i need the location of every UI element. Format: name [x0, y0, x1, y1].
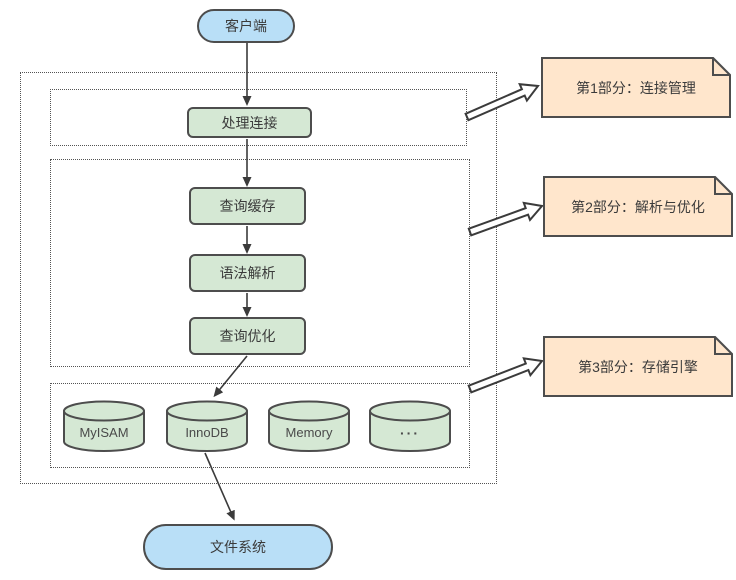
note-part2-label: 第2部分：解析与优化	[571, 198, 705, 215]
storage-engine-label: InnoDB	[185, 425, 229, 440]
handle-connection-node: 处理连接	[187, 107, 312, 138]
note-part1-label: 第1部分：连接管理	[576, 79, 696, 96]
server-boundary-box	[20, 72, 497, 484]
sticky-note-icon	[543, 176, 733, 237]
storage-engine-memory: Memory	[268, 400, 350, 452]
query-cache-label: 查询缓存	[219, 198, 276, 214]
client-label: 客户端	[225, 18, 267, 34]
section-storage-engines	[50, 383, 470, 468]
file-system-label: 文件系统	[210, 539, 266, 555]
handle-connection-label: 处理连接	[221, 114, 278, 131]
storage-engine-myisam: MyISAM	[63, 400, 145, 452]
query-cache-node: 查询缓存	[189, 187, 306, 225]
database-cylinder-icon	[63, 400, 145, 452]
sticky-note-icon	[541, 57, 731, 118]
database-cylinder-icon	[268, 400, 350, 452]
section-parse-optimize	[50, 159, 470, 367]
note-part2: 第2部分：解析与优化	[543, 176, 733, 237]
file-system-node: 文件系统	[143, 524, 333, 570]
syntax-parser-label: 语法解析	[219, 265, 276, 281]
storage-engine-innodb: InnoDB	[166, 400, 248, 452]
note-part1: 第1部分：连接管理	[541, 57, 731, 118]
query-optimizer-node: 查询优化	[189, 317, 306, 355]
storage-engine-label: MyISAM	[79, 425, 129, 440]
client-node: 客户端	[197, 9, 295, 43]
storage-engine-others: ···	[369, 400, 451, 452]
sticky-note-icon	[543, 336, 733, 397]
database-cylinder-icon	[166, 400, 248, 452]
storage-engine-label: ···	[400, 425, 420, 441]
note-part3-label: 第3部分：存储引擎	[578, 358, 698, 375]
database-cylinder-icon	[369, 400, 451, 452]
syntax-parser-node: 语法解析	[189, 254, 306, 292]
note-part3: 第3部分：存储引擎	[543, 336, 733, 397]
query-optimizer-label: 查询优化	[219, 328, 276, 344]
storage-engine-label: Memory	[285, 425, 333, 440]
